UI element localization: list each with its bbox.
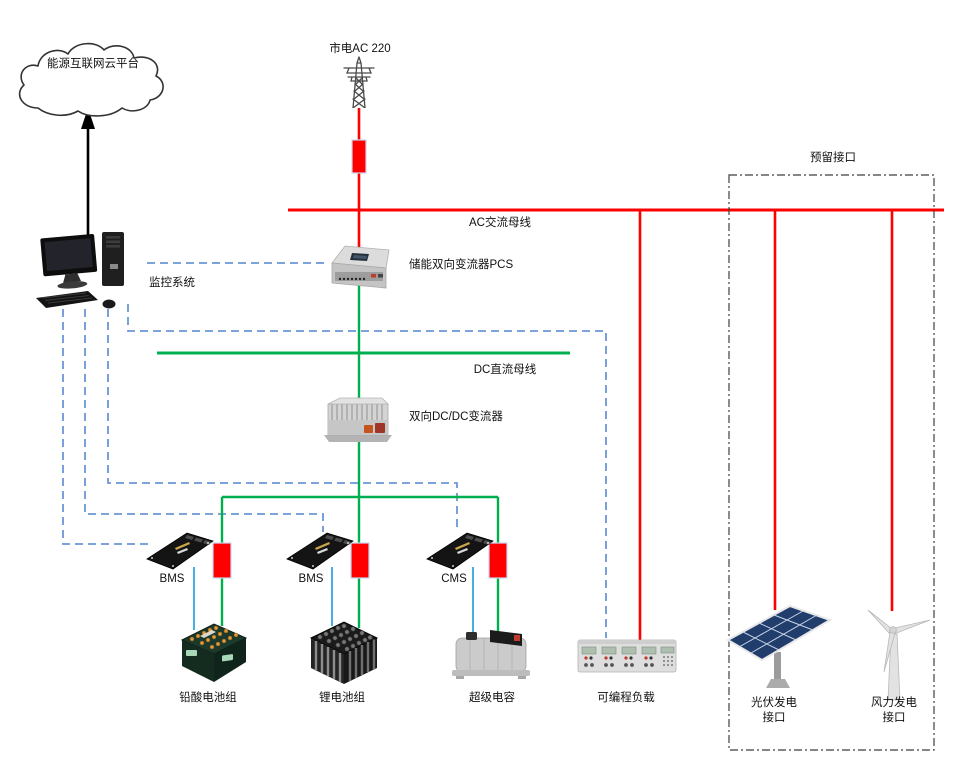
bms2-board-icon <box>285 527 355 573</box>
breaker-leadacid <box>212 542 232 579</box>
lithium-label: 锂电池组 <box>319 692 365 704</box>
wind-label-line2: 接口 <box>882 712 906 724</box>
monitor-pc-icon <box>36 230 150 314</box>
arrow-head <box>81 108 95 129</box>
cloud-label: 能源互联网云平台 <box>47 58 139 70</box>
pcs-label: 储能双向变流器PCS <box>409 259 514 271</box>
cms-board-icon <box>425 527 495 573</box>
comm-monitor-to-bms2 <box>84 309 324 532</box>
ac-bus-label: AC交流母线 <box>469 217 531 229</box>
reserved-interface-box <box>728 174 935 751</box>
breaker-lithium <box>350 542 370 579</box>
dcdc-device-icon <box>320 392 396 446</box>
breaker-supercap <box>488 542 508 579</box>
grid-power-label: 市电AC 220 <box>329 43 391 55</box>
dc-bus-label: DC直流母线 <box>473 364 537 376</box>
breakers <box>212 139 508 579</box>
comm-monitor-to-load <box>127 304 607 638</box>
bms1-label: BMS <box>159 573 185 585</box>
pcs-device-icon <box>328 241 394 295</box>
comm-monitor-to-cms <box>107 309 458 532</box>
supercap-icon <box>446 622 534 686</box>
cloud-shape <box>10 38 172 118</box>
bms2-label: BMS <box>298 573 324 585</box>
cms-label: CMS <box>441 573 467 585</box>
pv-label-line1: 光伏发电 <box>751 697 797 709</box>
bms1-board-icon <box>145 527 215 573</box>
lithium-battery-icon <box>306 614 380 688</box>
comm-lines <box>62 262 607 638</box>
grid-tower-icon <box>340 56 378 108</box>
pv-label: 光伏发电 接口 <box>722 696 826 726</box>
comm-monitor-to-bms1 <box>62 309 150 545</box>
monitor-cloud-arrow <box>81 108 95 236</box>
ac-lines <box>288 108 944 640</box>
lead-acid-battery-icon <box>176 614 250 686</box>
dcdc-label: 双向DC/DC变流器 <box>409 411 503 423</box>
dc-lines <box>157 282 570 634</box>
lead-acid-label: 铅酸电池组 <box>179 692 237 704</box>
pv-panel-icon <box>726 600 832 696</box>
wind-turbine-icon <box>856 604 932 704</box>
sensor-lines <box>193 567 474 636</box>
wind-label: 风力发电 接口 <box>842 696 946 726</box>
load-label: 可编程负载 <box>597 692 655 704</box>
monitor-label: 监控系统 <box>149 277 195 289</box>
wind-label-line1: 风力发电 <box>871 697 917 709</box>
reserved-interface-label: 预留接口 <box>810 152 856 164</box>
cloud-icon <box>18 42 164 117</box>
supercap-label: 超级电容 <box>469 692 515 704</box>
load-device-icon <box>576 634 678 678</box>
breaker-grid <box>351 139 367 174</box>
pv-label-line2: 接口 <box>762 712 786 724</box>
